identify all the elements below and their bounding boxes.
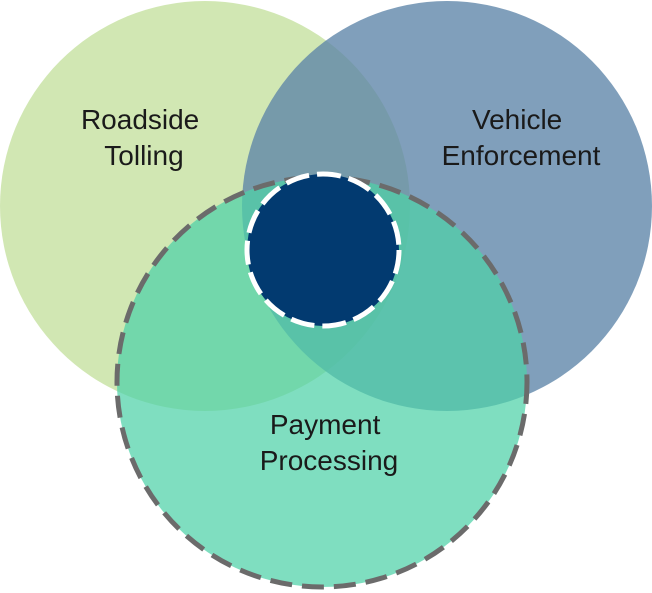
roadside-tolling-label-line2: Tolling xyxy=(104,140,183,171)
roadside-tolling-label-line1: Roadside xyxy=(81,104,199,135)
payment-processing-label-line2: Processing xyxy=(260,445,399,476)
center-circle-dashed-border xyxy=(244,171,402,329)
vehicle-enforcement-label: Vehicle Enforcement xyxy=(442,104,601,171)
vehicle-enforcement-label-line2: Enforcement xyxy=(442,140,601,171)
payment-processing-label: Payment Processing xyxy=(260,409,399,476)
vehicle-enforcement-label-line1: Vehicle xyxy=(472,104,562,135)
center-intersection-circle xyxy=(247,174,399,326)
payment-processing-circle xyxy=(117,177,527,587)
payment-processing-label-line1: Payment xyxy=(270,409,381,440)
roadside-tolling-label: Roadside Tolling xyxy=(81,104,207,171)
